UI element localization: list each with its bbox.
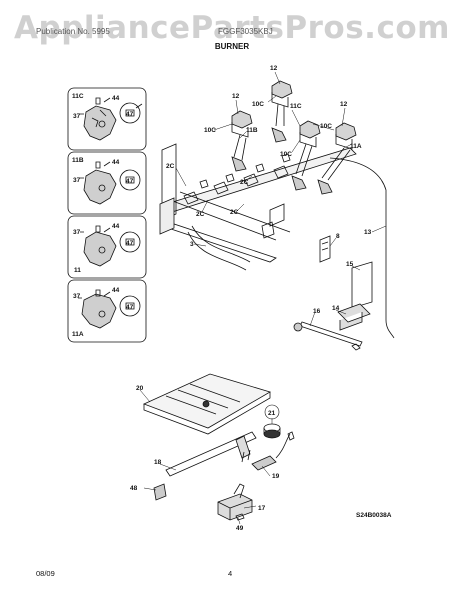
page-number: 4 <box>228 569 233 578</box>
callout-44: 44 <box>112 95 120 102</box>
callout-44: 44 <box>112 287 120 294</box>
callout-2c: 2C <box>230 209 239 216</box>
oven-safety-valve-17 <box>217 483 253 521</box>
callout-37: 37 <box>73 113 81 120</box>
callout-48: 48 <box>130 485 138 492</box>
inset-label: 11B <box>72 157 84 164</box>
footer-date: 08/09 <box>36 569 55 578</box>
inset-label: 11C <box>72 93 84 100</box>
diagram-code: S24B0038A <box>356 512 392 519</box>
callout-3: 3 <box>190 241 194 248</box>
callout-10c: 10C <box>280 151 292 158</box>
orifice-49 <box>235 513 245 521</box>
callout-13: 13 <box>364 229 372 236</box>
bracket-8 <box>319 235 331 263</box>
callout-17: 17 <box>258 505 266 512</box>
oven-burner-18 <box>165 431 257 477</box>
callout-18: 18 <box>154 459 162 466</box>
burner-assemblies <box>199 80 357 195</box>
inset-label: 11A <box>72 331 84 338</box>
callout-21: 21 <box>268 410 276 417</box>
callout-10c: 10C <box>320 123 332 130</box>
callout-47: 47 <box>126 304 134 311</box>
manifold-assembly <box>159 143 357 271</box>
callout-47: 47 <box>126 111 134 118</box>
callout-12: 12 <box>270 65 278 72</box>
callout-11b: 11B <box>246 127 258 134</box>
callout-labels: 12 12 12 10C 10C 10C 10C 11C 11B 11A 2C … <box>72 65 372 532</box>
callout-10c: 10C <box>204 127 216 134</box>
callout-37: 37 <box>73 177 81 184</box>
callout-2c: 2C <box>196 211 205 218</box>
callout-44: 44 <box>112 223 120 230</box>
callout-14: 14 <box>332 305 340 312</box>
callout-49: 49 <box>236 525 244 532</box>
callout-2c: 2C <box>240 179 249 186</box>
callout-37: 37 <box>73 293 81 300</box>
callout-15: 15 <box>346 261 354 268</box>
inset-11b <box>67 151 147 215</box>
publication-number: Publication No. 5995 <box>36 27 110 36</box>
spreader-21 <box>263 423 281 439</box>
callout-2c: 2C <box>166 163 175 170</box>
inset-11c <box>67 87 147 151</box>
bracket-48 <box>153 483 167 501</box>
callout-37: 37 <box>73 229 81 236</box>
model-number: FGGF3035KBJ <box>218 27 273 36</box>
tube-16 <box>299 321 363 347</box>
callout-44: 44 <box>112 159 120 166</box>
callout-12: 12 <box>340 101 348 108</box>
callout-16: 16 <box>313 308 321 315</box>
inset-11a <box>67 279 147 343</box>
watermark: AppliancePartsPros.com <box>14 10 450 46</box>
callout-47: 47 <box>126 240 134 247</box>
callout-19: 19 <box>272 473 280 480</box>
diagram-title: BURNER <box>214 42 250 51</box>
callout-11c: 11C <box>290 103 302 110</box>
oven-burner-baffle-20 <box>142 373 271 435</box>
inset-11 <box>67 215 147 279</box>
igniter-19 <box>251 431 295 471</box>
bracket-15 <box>351 261 373 309</box>
callout-10c: 10C <box>252 101 264 108</box>
callout-12: 12 <box>232 93 240 100</box>
inset-label: 11 <box>74 267 81 274</box>
oven-gas-tube <box>329 157 395 339</box>
callout-8: 8 <box>336 233 340 240</box>
callout-11a: 11A <box>350 143 362 150</box>
oven-valve-14 <box>337 303 371 331</box>
callout-20: 20 <box>136 385 144 392</box>
callout-47: 47 <box>126 178 134 185</box>
